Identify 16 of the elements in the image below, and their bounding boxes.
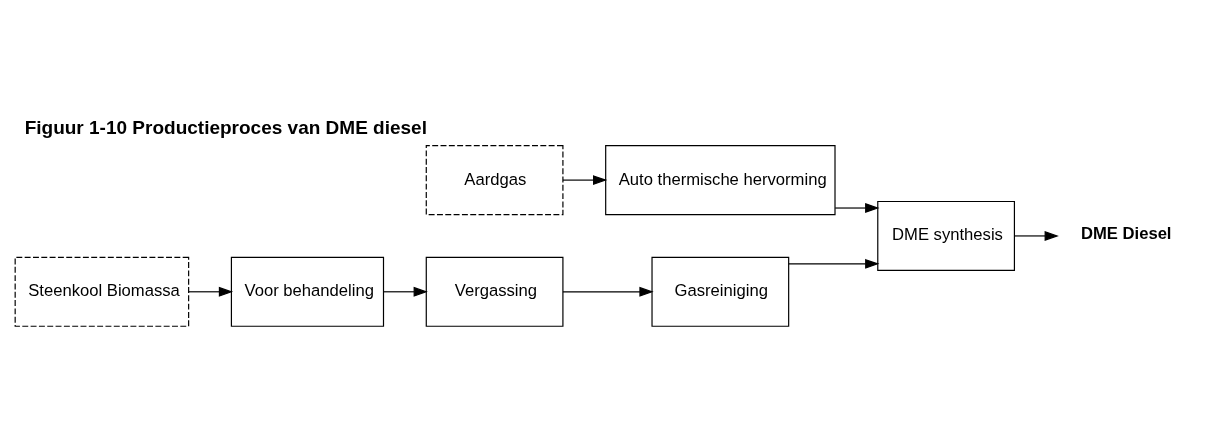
node-box: Vergassing	[425, 256, 564, 327]
node-box: Gasreiniging	[651, 256, 790, 327]
node-box: DME synthesis	[877, 200, 1015, 271]
node-box: Voor behandeling	[230, 256, 385, 327]
arrow	[382, 286, 428, 297]
node-text: DME Diesel	[1080, 223, 1172, 243]
arrow	[1013, 230, 1059, 241]
arrow	[562, 174, 608, 185]
diagram-title: Figuur 1-10 Productieproces van DME diesel	[24, 116, 427, 138]
arrow	[788, 258, 880, 269]
node-box: Auto thermische hervorming	[605, 144, 836, 215]
arrow	[834, 202, 880, 213]
arrow	[188, 286, 234, 297]
node-box: Steenkool Biomassa	[14, 256, 190, 327]
arrow	[562, 286, 654, 297]
node-box: Aardgas	[425, 144, 564, 215]
